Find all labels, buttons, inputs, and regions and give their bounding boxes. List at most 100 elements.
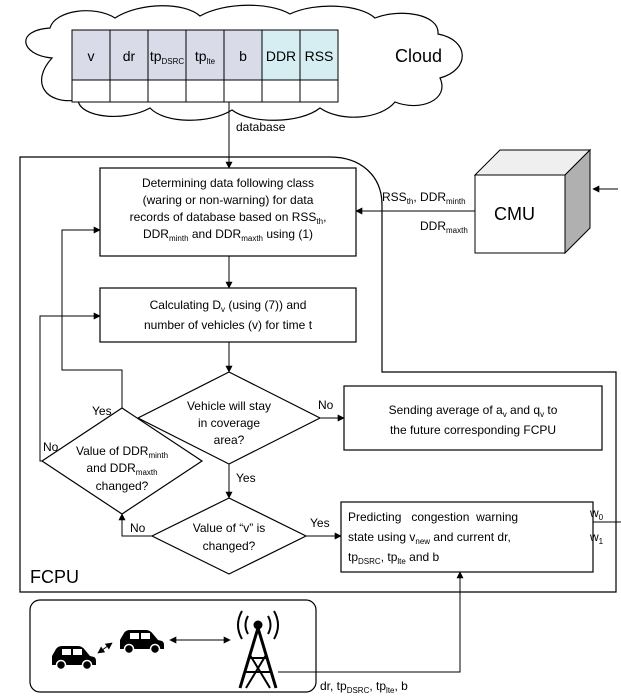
output-w1: w	[589, 530, 599, 544]
svg-text:w0: w0	[589, 506, 604, 522]
output-w0-sub: 0	[599, 513, 604, 522]
table-header-cell	[261, 29, 301, 81]
predict-line3-a: tp	[348, 550, 358, 564]
predict-line1: Predicting congestion warning	[348, 510, 518, 524]
table-header-label: RSS	[305, 48, 334, 64]
calculate-line1-sub: v	[221, 305, 225, 314]
determine-line4-b: and DDR	[189, 227, 242, 241]
svg-text:and DDRmaxth: and DDRmaxth	[86, 461, 157, 477]
vehicle-params-bsub: lte	[386, 686, 395, 695]
svg-text:w1: w1	[589, 530, 604, 546]
label-no-v: No	[130, 521, 146, 535]
predict-box	[340, 501, 594, 573]
svg-text:tpDSRC, tplte and b: tpDSRC, tplte and b	[348, 550, 440, 566]
predict-line3-c: and b	[406, 550, 440, 564]
svg-text:Calculating Dv (using (7)) and: Calculating Dv (using (7)) and	[150, 298, 307, 314]
table-empty-cell	[261, 79, 301, 103]
determine-line3-sub: th	[316, 217, 323, 226]
svg-text:RSSth, DDRminth: RSSth, DDRminth	[382, 190, 466, 206]
calculate-box	[99, 287, 357, 343]
determine-line4-sub2: maxth	[241, 234, 263, 243]
ddr-line2: and DDR	[86, 461, 136, 475]
determine-line2: (waring or non-warning) for data	[143, 193, 314, 207]
table-empty-cell	[299, 79, 339, 103]
determine-line3-end: ,	[323, 210, 326, 224]
stay-line1: Vehicle will stay	[187, 399, 271, 413]
table-empty-cell	[71, 79, 111, 103]
svg-text:records of database based on R: records of database based on RSSth,	[130, 210, 327, 226]
sending-line1-sub2: v	[540, 410, 544, 419]
table-empty-cell	[223, 79, 263, 103]
svg-text:dr, tpDSRC, tplte, b: dr, tpDSRC, tplte, b	[320, 679, 408, 695]
table-header-label: DDR	[266, 48, 296, 64]
label-no-stay: No	[318, 398, 334, 412]
stay-line2: in coverage	[198, 416, 260, 430]
svg-text:Sending average of av and qv t: Sending average of av and qv to	[389, 403, 558, 419]
v-line2: changed?	[203, 539, 256, 553]
cloud-title: Cloud	[395, 46, 442, 66]
label-no-ddr: No	[43, 440, 59, 454]
determine-line4-sub1: minth	[169, 234, 189, 243]
determine-line3: records of database based on RSS	[130, 210, 317, 224]
cloud-shape	[25, 4, 463, 121]
sending-line1-sub1: v	[503, 410, 507, 419]
vehicle-params-b: , tp	[369, 679, 386, 693]
sending-line1-c: to	[544, 403, 558, 417]
vehicle-params-c: , b	[395, 679, 409, 693]
calculate-line1-a: Calculating D	[150, 298, 222, 312]
ddr-line1-sub: minth	[148, 451, 168, 460]
determine-line4-c: using (1)	[263, 227, 313, 241]
table-empty-cell	[185, 79, 225, 103]
calculate-line2: number of vehicles (v) for time t	[144, 318, 313, 332]
determine-box	[99, 167, 357, 257]
label-yes-ddr: Yes	[92, 404, 112, 418]
output-w0: w	[589, 506, 599, 520]
output-w1-sub: 1	[599, 537, 604, 546]
car-icon	[52, 646, 96, 671]
v-line1: Value of “v” is	[193, 521, 265, 535]
antenna-tower-icon	[237, 610, 279, 689]
v-diamond	[150, 497, 308, 575]
cmu-rss-sub: th	[407, 197, 414, 206]
cmu-ddrmin-sub: minth	[446, 197, 466, 206]
table-header-cell	[299, 29, 339, 81]
calculate-line1-b: (using (7)) and	[225, 298, 306, 312]
table-header-cell	[109, 29, 149, 81]
table-header-label: tpDSRC	[150, 48, 185, 66]
fcpu-label: FCPU	[30, 567, 79, 587]
ddr-diamond	[40, 407, 204, 515]
vehicle-params-a: dr, tp	[320, 679, 347, 693]
label-yes-stay: Yes	[236, 471, 256, 485]
cmu-label: CMU	[494, 204, 535, 224]
determine-line1: Determining data following class	[142, 176, 314, 190]
determine-line4-a: DDR	[143, 227, 169, 241]
ddr-line1: Value of DDR	[76, 444, 149, 458]
cmu-rss: RSS	[382, 190, 407, 204]
vehicle-params-asub: DSRC	[347, 686, 370, 695]
svg-text:DDRmaxth: DDRmaxth	[420, 219, 468, 235]
label-yes-v: Yes	[310, 516, 330, 530]
sending-line1-b: and q	[507, 403, 540, 417]
predict-line3-b: , tp	[381, 550, 398, 564]
cmu-ddrmax: DDR	[420, 219, 446, 233]
fcpu-container	[19, 156, 617, 593]
svg-text:DDRminth and DDRmaxth using (1: DDRminth and DDRmaxth using (1)	[143, 227, 313, 243]
sending-box	[343, 385, 603, 451]
table-header-label: b	[239, 48, 247, 64]
table-empty-cell	[147, 79, 187, 103]
table-empty-cell	[109, 79, 149, 103]
predict-line2-sub: new	[415, 537, 430, 546]
ddr-line2-sub: maxth	[136, 468, 158, 477]
stay-line3: area?	[214, 433, 245, 447]
predict-line2-b: and current dr,	[430, 530, 511, 544]
car-icon	[120, 630, 164, 655]
table-header-label: dr	[123, 48, 136, 64]
sending-line2: the future corresponding FCPU	[390, 423, 556, 437]
predict-line3-sub2: lte	[397, 557, 406, 566]
svg-text:state using vnew and current d: state using vnew and current dr,	[348, 530, 511, 546]
sending-line1-a: Sending average of a	[389, 403, 503, 417]
svg-text:Value of DDRminth: Value of DDRminth	[76, 444, 168, 460]
cmu-ddrmax-sub: maxth	[446, 226, 468, 235]
